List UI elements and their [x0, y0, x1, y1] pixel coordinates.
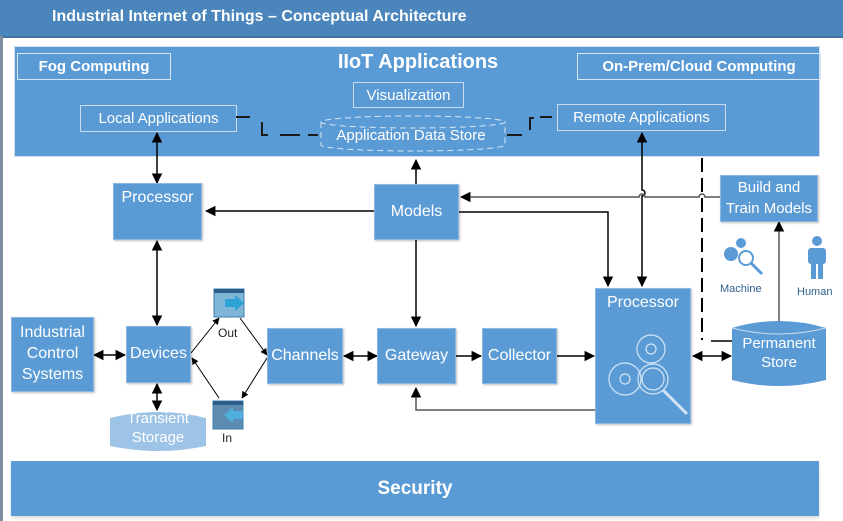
gateway-node[interactable]: Gateway: [377, 328, 456, 384]
link-channels-in: [241, 357, 268, 399]
human-label: Human: [797, 286, 833, 298]
link-models-cloud-processor: [459, 211, 614, 288]
channels-node[interactable]: Channels: [267, 328, 343, 384]
in-icon: [212, 400, 244, 430]
security-label: Security: [377, 477, 453, 499]
permanent-store-node[interactable]: Permanent Store: [732, 330, 826, 376]
local-applications-box[interactable]: Local Applications: [80, 105, 237, 132]
link-build-train-models: [459, 191, 720, 203]
channels-label: Channels: [271, 346, 339, 364]
permanent-store-label: Permanent Store: [742, 334, 816, 372]
frame-border: [0, 36, 3, 521]
human-icon: [808, 236, 826, 279]
collector-label: Collector: [487, 346, 552, 364]
application-data-store[interactable]: Application Data Store: [336, 127, 486, 144]
transient-storage-node[interactable]: Transient Storage: [110, 408, 206, 448]
build-train-models-label: Build and Train Models: [725, 179, 813, 217]
machine-label: Machine: [720, 283, 762, 295]
fog-processor-node[interactable]: Processor: [113, 183, 202, 240]
out-label: Out: [218, 326, 238, 340]
security-bar: Security: [11, 461, 819, 516]
iiot-applications-title: IIoT Applications: [337, 51, 499, 73]
link-out-channels: [239, 317, 268, 356]
cloud-processor-node[interactable]: Processor: [595, 288, 691, 424]
fog-processor-label: Processor: [121, 189, 194, 206]
link-processor-gateway: [410, 386, 595, 411]
industrial-control-systems-node[interactable]: Industrial Control Systems: [11, 317, 94, 392]
cloud-processor-label: Processor: [606, 294, 680, 311]
machine-icon: [724, 238, 764, 276]
out-icon: [213, 288, 245, 318]
devices-node[interactable]: Devices: [126, 326, 191, 383]
gateway-label: Gateway: [384, 346, 449, 364]
collector-node[interactable]: Collector: [482, 328, 557, 384]
iiot-applications-panel: IIoT Applications Fog Computing On-Prem/…: [14, 46, 821, 157]
models-node[interactable]: Models: [374, 184, 459, 240]
models-label: Models: [390, 202, 443, 220]
diagram-title: Industrial Internet of Things – Conceptu…: [52, 8, 467, 25]
cloud-processor-gears-icon: [608, 334, 689, 416]
link-devices-out: [190, 317, 220, 354]
remote-applications-box[interactable]: Remote Applications: [557, 104, 726, 131]
build-train-models-node[interactable]: Build and Train Models: [720, 175, 818, 222]
devices-label: Devices: [130, 345, 187, 363]
title-bar: Industrial Internet of Things – Conceptu…: [0, 0, 843, 38]
fog-computing-tag: Fog Computing: [17, 53, 171, 80]
transient-storage-label: Transient Storage: [127, 409, 189, 447]
industrial-control-systems-label: Industrial Control Systems: [20, 324, 85, 383]
link-in-devices: [191, 357, 220, 399]
visualization-box[interactable]: Visualization: [353, 82, 464, 108]
in-label: In: [222, 431, 233, 445]
cloud-computing-tag: On-Prem/Cloud Computing: [577, 53, 821, 80]
